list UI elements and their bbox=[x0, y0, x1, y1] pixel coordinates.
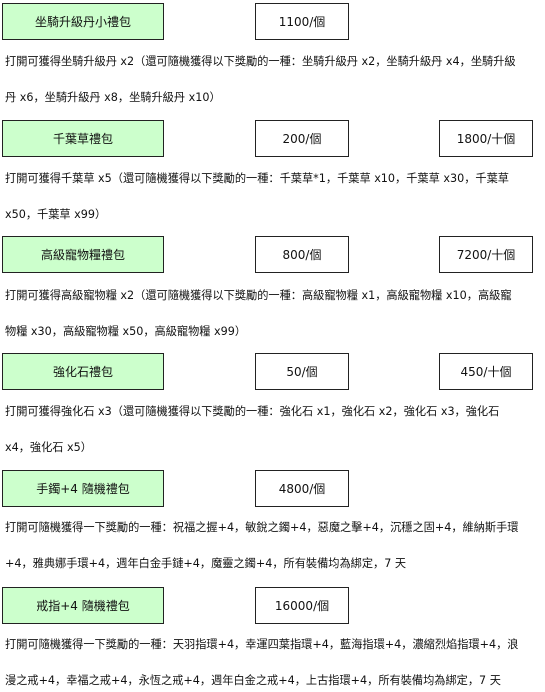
item-description-line: x50，千葉草 x99） bbox=[5, 208, 107, 221]
item-ten-price: 1800/十個 bbox=[456, 132, 516, 146]
item-description-line: 丹 x6，坐騎升級丹 x8，坐騎升級丹 x10） bbox=[5, 91, 221, 104]
item-price-box: 16000/個 bbox=[255, 587, 349, 624]
item-description-line: +4，雅典娜手環+4，週年白金手鏈+4，魔靈之鐲+4，所有裝備均為綁定，7 天 bbox=[5, 557, 407, 570]
item-description-line: 打開可獲得坐騎升級丹 x2（還可隨機獲得以下獎勵的一種：坐騎升級丹 x2，坐騎升… bbox=[5, 55, 516, 68]
item-name-box: 強化石禮包 bbox=[2, 353, 164, 390]
item-name: 強化石禮包 bbox=[52, 365, 113, 379]
item-ten-price-box: 450/十個 bbox=[439, 353, 533, 390]
item-description: 打開可隨機獲得一下獎勵的一種：天羽指環+4，幸運四葉指環+4，藍海指環+4，濃縮… bbox=[5, 633, 540, 692]
item-price-box: 50/個 bbox=[255, 353, 349, 390]
item-price: 4800/個 bbox=[278, 482, 326, 496]
item-name-box: 手鐲+4 隨機禮包 bbox=[2, 470, 164, 507]
item-price-box: 200/個 bbox=[255, 120, 349, 157]
item-price: 16000/個 bbox=[274, 599, 330, 613]
item-description: 打開可獲得千葉草 x5（還可隨機獲得以下獎勵的一種：千葉草*1，千葉草 x10，… bbox=[5, 167, 540, 226]
item-description-line: 打開可隨機獲得一下獎勵的一種：天羽指環+4，幸運四葉指環+4，藍海指環+4，濃縮… bbox=[5, 638, 519, 651]
item-name-box: 坐騎升級丹小禮包 bbox=[2, 3, 164, 40]
item-description: 打開可隨機獲得一下獎勵的一種：祝福之握+4，敏銳之鐲+4，惡魔之擊+4，沉穩之固… bbox=[5, 516, 540, 575]
item-name: 坐騎升級丹小禮包 bbox=[34, 15, 131, 29]
item-name-box: 戒指+4 隨機禮包 bbox=[2, 587, 164, 624]
item-description-line: x4，強化石 x5） bbox=[5, 441, 92, 454]
item-description-line: 漫之戒+4，幸福之戒+4，永恆之戒+4，週年白金之戒+4，上古指環+4，所有裝備… bbox=[5, 674, 501, 687]
item-name-box: 千葉草禮包 bbox=[2, 120, 164, 157]
item-name-box: 高級寵物糧禮包 bbox=[2, 236, 164, 273]
item-name: 戒指+4 隨機禮包 bbox=[36, 599, 130, 613]
item-name: 千葉草禮包 bbox=[52, 132, 113, 146]
item-price: 800/個 bbox=[282, 248, 322, 262]
item-price: 50/個 bbox=[286, 365, 318, 379]
item-description-line: 打開可獲得高級寵物糧 x2（還可隨機獲得以下獎勵的一種：高級寵物糧 x1，高級寵… bbox=[5, 289, 512, 302]
item-price: 1100/個 bbox=[278, 15, 326, 29]
item-description: 打開可獲得坐騎升級丹 x2（還可隨機獲得以下獎勵的一種：坐騎升級丹 x2，坐騎升… bbox=[5, 50, 540, 109]
item-description-line: 物糧 x30，高級寵物糧 x50，高級寵物糧 x99） bbox=[5, 325, 247, 338]
item-price-box: 4800/個 bbox=[255, 470, 349, 507]
item-price-box: 1100/個 bbox=[255, 3, 349, 40]
item-name: 高級寵物糧禮包 bbox=[40, 248, 125, 262]
item-description: 打開可獲得強化石 x3（還可隨機獲得以下獎勵的一種：強化石 x1，強化石 x2，… bbox=[5, 400, 540, 459]
item-ten-price-box: 1800/十個 bbox=[439, 120, 533, 157]
item-ten-price: 450/十個 bbox=[460, 365, 512, 379]
item-name: 手鐲+4 隨機禮包 bbox=[36, 482, 130, 496]
item-price-box: 800/個 bbox=[255, 236, 349, 273]
item-price: 200/個 bbox=[282, 132, 322, 146]
item-description-line: 打開可獲得千葉草 x5（還可隨機獲得以下獎勵的一種：千葉草*1，千葉草 x10，… bbox=[5, 172, 509, 185]
item-ten-price: 7200/十個 bbox=[456, 248, 516, 262]
item-ten-price-box: 7200/十個 bbox=[439, 236, 533, 273]
item-description-line: 打開可獲得強化石 x3（還可隨機獲得以下獎勵的一種：強化石 x1，強化石 x2，… bbox=[5, 405, 500, 418]
item-description-line: 打開可隨機獲得一下獎勵的一種：祝福之握+4，敏銳之鐲+4，惡魔之擊+4，沉穩之固… bbox=[5, 521, 519, 534]
item-description: 打開可獲得高級寵物糧 x2（還可隨機獲得以下獎勵的一種：高級寵物糧 x1，高級寵… bbox=[5, 284, 540, 343]
